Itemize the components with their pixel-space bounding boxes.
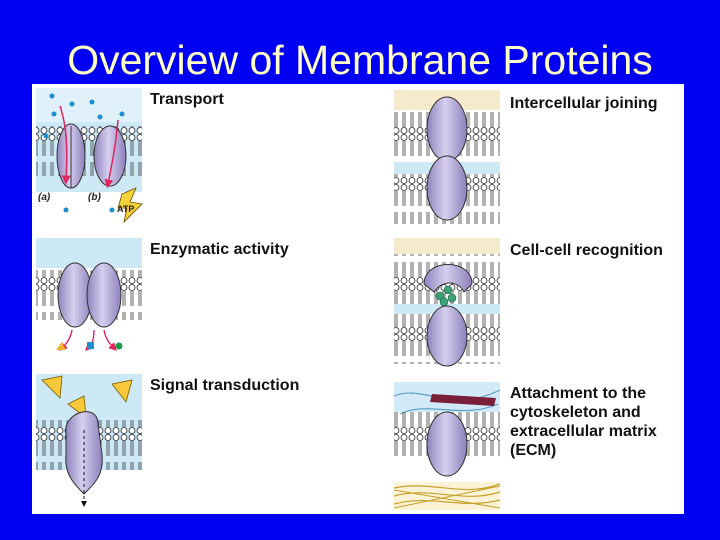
label-transport: Transport [150,91,224,108]
signal-illustration [36,374,142,508]
label-signal-transduction: Signal transduction [150,377,300,394]
label-enzymatic-activity: Enzymatic activity [150,241,289,258]
transport-sublabel-b: (b) [88,192,101,203]
transport-sublabel-a: (a) [38,192,51,203]
label-cell-cell-recognition: Cell-cell recognition [510,242,663,259]
figure: (a) (b) [32,84,684,514]
transport-illustration [36,88,143,229]
attachment-illustration [393,382,501,510]
recognition-illustration [394,238,500,367]
joining-illustration [394,90,500,228]
label-intercellular-joining: Intercellular joining [510,95,658,112]
atp-badge: ATP [117,204,135,214]
slide-title: Overview of Membrane Proteins [67,37,653,83]
label-attachment: Attachment to the cytoskeleton and extra… [510,385,657,459]
membrane-protein-figure: (a) (b) [36,88,501,510]
enzymatic-illustration [36,238,142,364]
